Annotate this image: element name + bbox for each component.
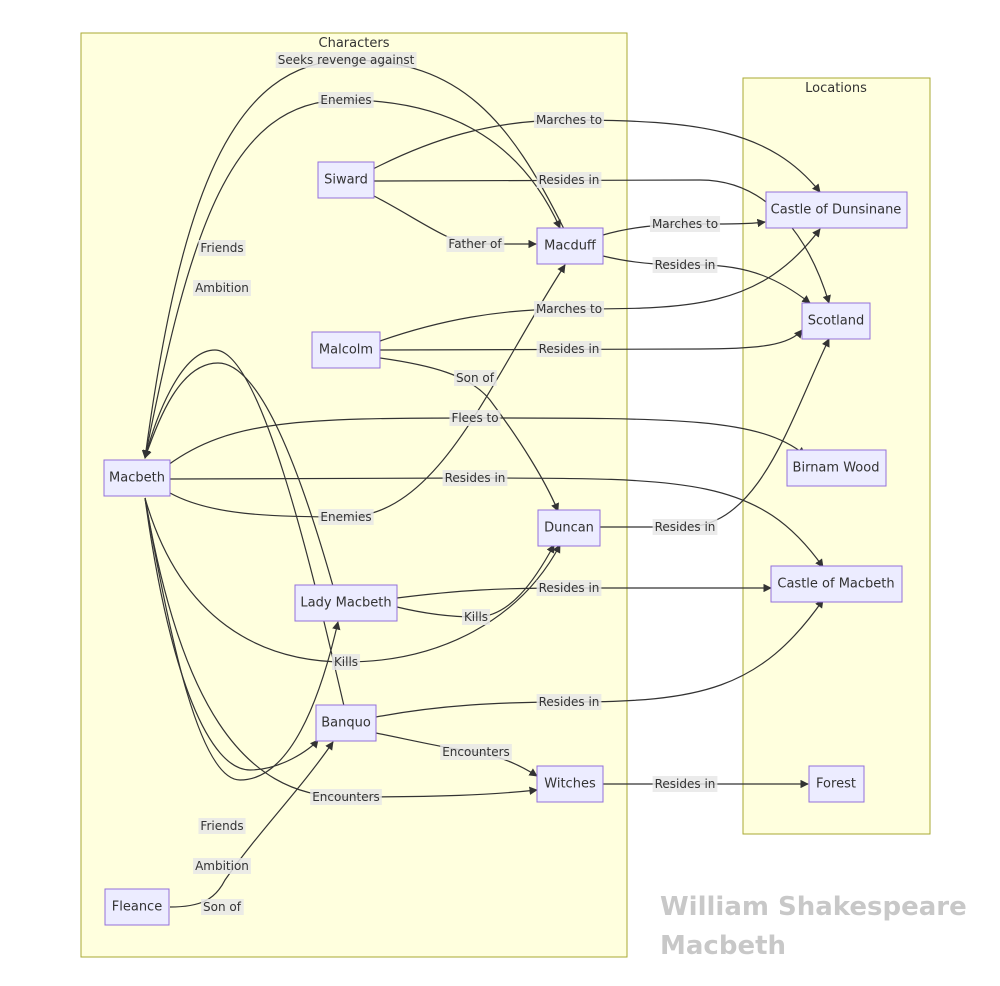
edge-lady-ambition-macbeth — [143, 362, 334, 587]
edge-label-text: Resides in — [655, 258, 716, 272]
edge-label-text: Resides in — [445, 471, 506, 485]
node-macbeth-label: Macbeth — [109, 471, 165, 486]
node-banquo[interactable]: Banquo — [315, 704, 377, 742]
node-witches-label: Witches — [544, 777, 596, 792]
edge-label-text: Kills — [464, 610, 488, 624]
edge-labels: Seeks revenge against Enemies Marches to… — [193, 52, 721, 915]
edge-label-text: Father of — [448, 237, 502, 251]
edge-label-malcolm-son: Son of — [454, 370, 497, 386]
node-macbeth[interactable]: Macbeth — [103, 459, 171, 497]
edge-label-macduff-resides: Resides in — [652, 257, 718, 273]
node-castle-of-macbeth[interactable]: Castle of Macbeth — [770, 565, 903, 603]
node-castle-of-macbeth-label: Castle of Macbeth — [777, 577, 894, 592]
edge-label-malcolm-marches: Marches to — [533, 301, 605, 317]
node-forest-label: Forest — [816, 777, 856, 792]
edge-label-ambition-top: Ambition — [193, 280, 251, 296]
edge-label-text: Ambition — [195, 281, 249, 295]
node-banquo-label: Banquo — [321, 716, 371, 731]
node-siward-label: Siward — [324, 173, 368, 188]
node-forest[interactable]: Forest — [808, 765, 865, 803]
edge-label-text: Friends — [200, 819, 243, 833]
edge-label-banquo-encounters: Encounters — [440, 744, 512, 760]
edge-label-text: Resides in — [655, 520, 716, 534]
edge-label-text: Marches to — [652, 217, 718, 231]
node-duncan[interactable]: Duncan — [537, 509, 601, 547]
edge-label-text: Friends — [200, 241, 243, 255]
edge-label-text: Resides in — [539, 342, 600, 356]
edge-label-text: Marches to — [536, 302, 602, 316]
edge-label-father-of: Father of — [446, 236, 505, 252]
edge-label-siward-marches: Marches to — [533, 112, 605, 128]
edge-label-text: Flees to — [451, 411, 498, 425]
node-scotland[interactable]: Scotland — [801, 302, 871, 340]
edge-label-text: Encounters — [442, 745, 510, 759]
edge-label-text: Kills — [334, 655, 358, 669]
edge-label-lady-kills: Kills — [461, 609, 491, 625]
edge-label-text: Resides in — [539, 695, 600, 709]
edge-label-text: Son of — [456, 371, 495, 385]
edge-label-text: Resides in — [539, 581, 600, 595]
node-birnam-wood-label: Birnam Wood — [793, 461, 880, 476]
edge-malcolm-resides-scotland — [379, 329, 803, 351]
edge-macbeth-friends-banquo — [144, 497, 319, 771]
edge-label-text: Son of — [203, 900, 242, 914]
node-lady-macbeth-label: Lady Macbeth — [300, 596, 391, 611]
edge-label-malcolm-resides: Resides in — [536, 341, 602, 357]
edge-label-banquo-resides: Resides in — [536, 694, 602, 710]
edge-siward-resides-scotland — [373, 179, 831, 304]
edge-label-enemies-macduff: Enemies — [318, 92, 374, 108]
node-siward[interactable]: Siward — [317, 161, 375, 199]
edge-macbeth-encounters-witches — [144, 497, 538, 798]
edge-malcolm-son-duncan — [379, 357, 559, 512]
node-duncan-label: Duncan — [544, 521, 594, 536]
edge-label-enemies-malcolm: Enemies — [318, 509, 374, 525]
edge-label-text: Enemies — [320, 93, 371, 107]
edge-label-lady-resides: Resides in — [536, 580, 602, 596]
node-lady-macbeth[interactable]: Lady Macbeth — [294, 584, 398, 622]
watermark-title: Macbeth — [660, 931, 787, 961]
node-scotland-label: Scotland — [808, 314, 865, 329]
watermark-author: William Shakespeare — [660, 892, 967, 922]
node-witches[interactable]: Witches — [536, 765, 604, 803]
edge-label-text: Ambition — [195, 859, 249, 873]
edge-label-text: Resides in — [655, 777, 716, 791]
edge-label-text: Seeks revenge against — [278, 53, 415, 67]
edge-label-macduff-marches: Marches to — [649, 216, 721, 232]
node-macduff[interactable]: Macduff — [536, 227, 604, 265]
edge-label-text: Encounters — [312, 790, 380, 804]
edge-label-siward-resides: Resides in — [536, 172, 602, 188]
node-malcolm[interactable]: Malcolm — [311, 331, 381, 369]
node-malcolm-label: Malcolm — [319, 343, 373, 358]
node-castle-of-dunsinane-label: Castle of Dunsinane — [771, 203, 902, 218]
edge-label-macbeth-encounters: Encounters — [310, 789, 382, 805]
edge-label-friends-top: Friends — [198, 240, 246, 256]
cluster-locations-label: Locations — [805, 81, 867, 96]
node-birnam-wood[interactable]: Birnam Wood — [786, 449, 887, 487]
edge-label-witches-resides: Resides in — [652, 776, 718, 792]
edge-label-friends-bottom: Friends — [198, 818, 246, 834]
edge-label-macbeth-kills: Kills — [331, 654, 361, 670]
node-castle-of-dunsinane[interactable]: Castle of Dunsinane — [765, 191, 908, 229]
edge-label-flees-to: Flees to — [449, 410, 501, 426]
cluster-characters-label: Characters — [319, 36, 390, 51]
node-macduff-label: Macduff — [544, 239, 597, 254]
edge-label-duncan-resides: Resides in — [652, 519, 718, 535]
edge-label-text: Marches to — [536, 113, 602, 127]
edge-label-text: Enemies — [320, 510, 371, 524]
edge-label-ambition-bottom: Ambition — [193, 858, 251, 874]
edge-macbeth-ambition-lady — [144, 497, 341, 781]
node-fleance[interactable]: Fleance — [104, 888, 170, 926]
edge-label-text: Resides in — [539, 173, 600, 187]
edge-label-seeks-revenge: Seeks revenge against — [275, 52, 417, 68]
edge-label-macbeth-resides: Resides in — [442, 470, 508, 486]
nodes: Siward Macduff Malcolm Macbeth Duncan La… — [103, 161, 908, 926]
edge-label-fleance-son: Son of — [201, 899, 244, 915]
node-fleance-label: Fleance — [112, 900, 162, 915]
